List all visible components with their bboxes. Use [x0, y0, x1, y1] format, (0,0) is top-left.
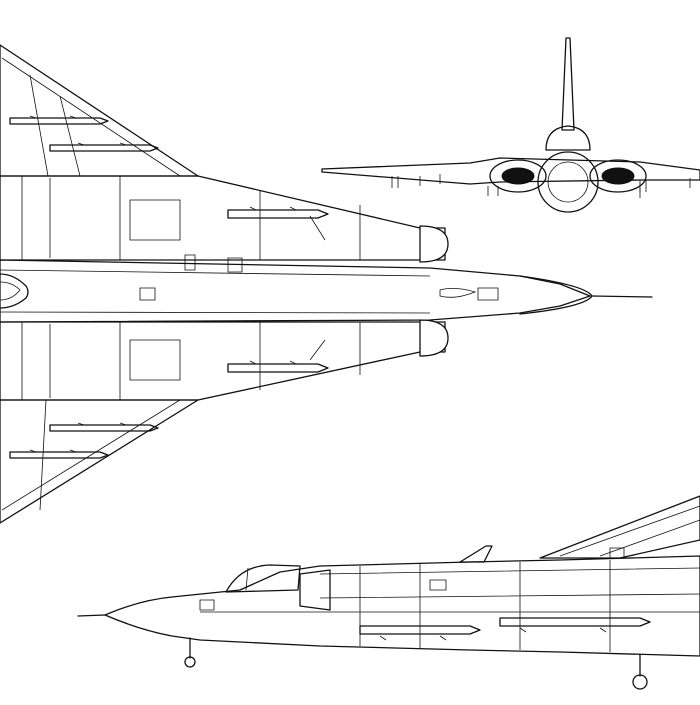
lower-intake-lip [419, 319, 449, 357]
upper-wing-missile-outer [9, 115, 109, 125]
pitot-probe [591, 295, 653, 298]
plan-cockpit [0, 273, 29, 309]
upper-wing [0, 44, 199, 177]
upper-intake-body [0, 175, 446, 261]
side-canard [459, 545, 493, 563]
side-landing-gear [184, 637, 648, 690]
fuselage-missile-upper [227, 206, 329, 219]
front-intake-right [589, 159, 647, 193]
lower-wing [0, 399, 199, 524]
side-intake [299, 569, 331, 611]
side-canopy [225, 564, 301, 593]
nose-cone [519, 275, 593, 315]
side-missiles [359, 617, 651, 641]
plan-view [0, 44, 653, 524]
lower-wing-missile-inner [49, 422, 159, 432]
center-fuselage [0, 259, 591, 323]
lower-intake-body [0, 321, 446, 401]
front-wing [321, 157, 700, 185]
front-fuselage [537, 151, 599, 213]
upper-wing-missile-inner [49, 142, 159, 152]
front-fin [561, 37, 575, 131]
front-stores [391, 174, 691, 198]
front-canopy [545, 125, 591, 151]
lower-wing-fence [39, 399, 47, 511]
side-fuselage [104, 555, 700, 657]
fuselage-missile-lower [227, 360, 329, 373]
side-fin [539, 495, 700, 559]
plan-panel-lines [21, 176, 499, 400]
front-intake-left [489, 159, 547, 193]
lower-wing-missile-outer [9, 449, 109, 459]
side-view [77, 495, 700, 690]
side-pitot [77, 614, 106, 617]
front-view [321, 37, 700, 213]
lower-wing-leading-edge-line [1, 399, 181, 511]
upper-intake-lip [419, 225, 449, 263]
side-panel-lines [199, 547, 700, 652]
upper-wing-fence [29, 74, 49, 177]
upper-wing-leading-edge-line [1, 57, 181, 177]
